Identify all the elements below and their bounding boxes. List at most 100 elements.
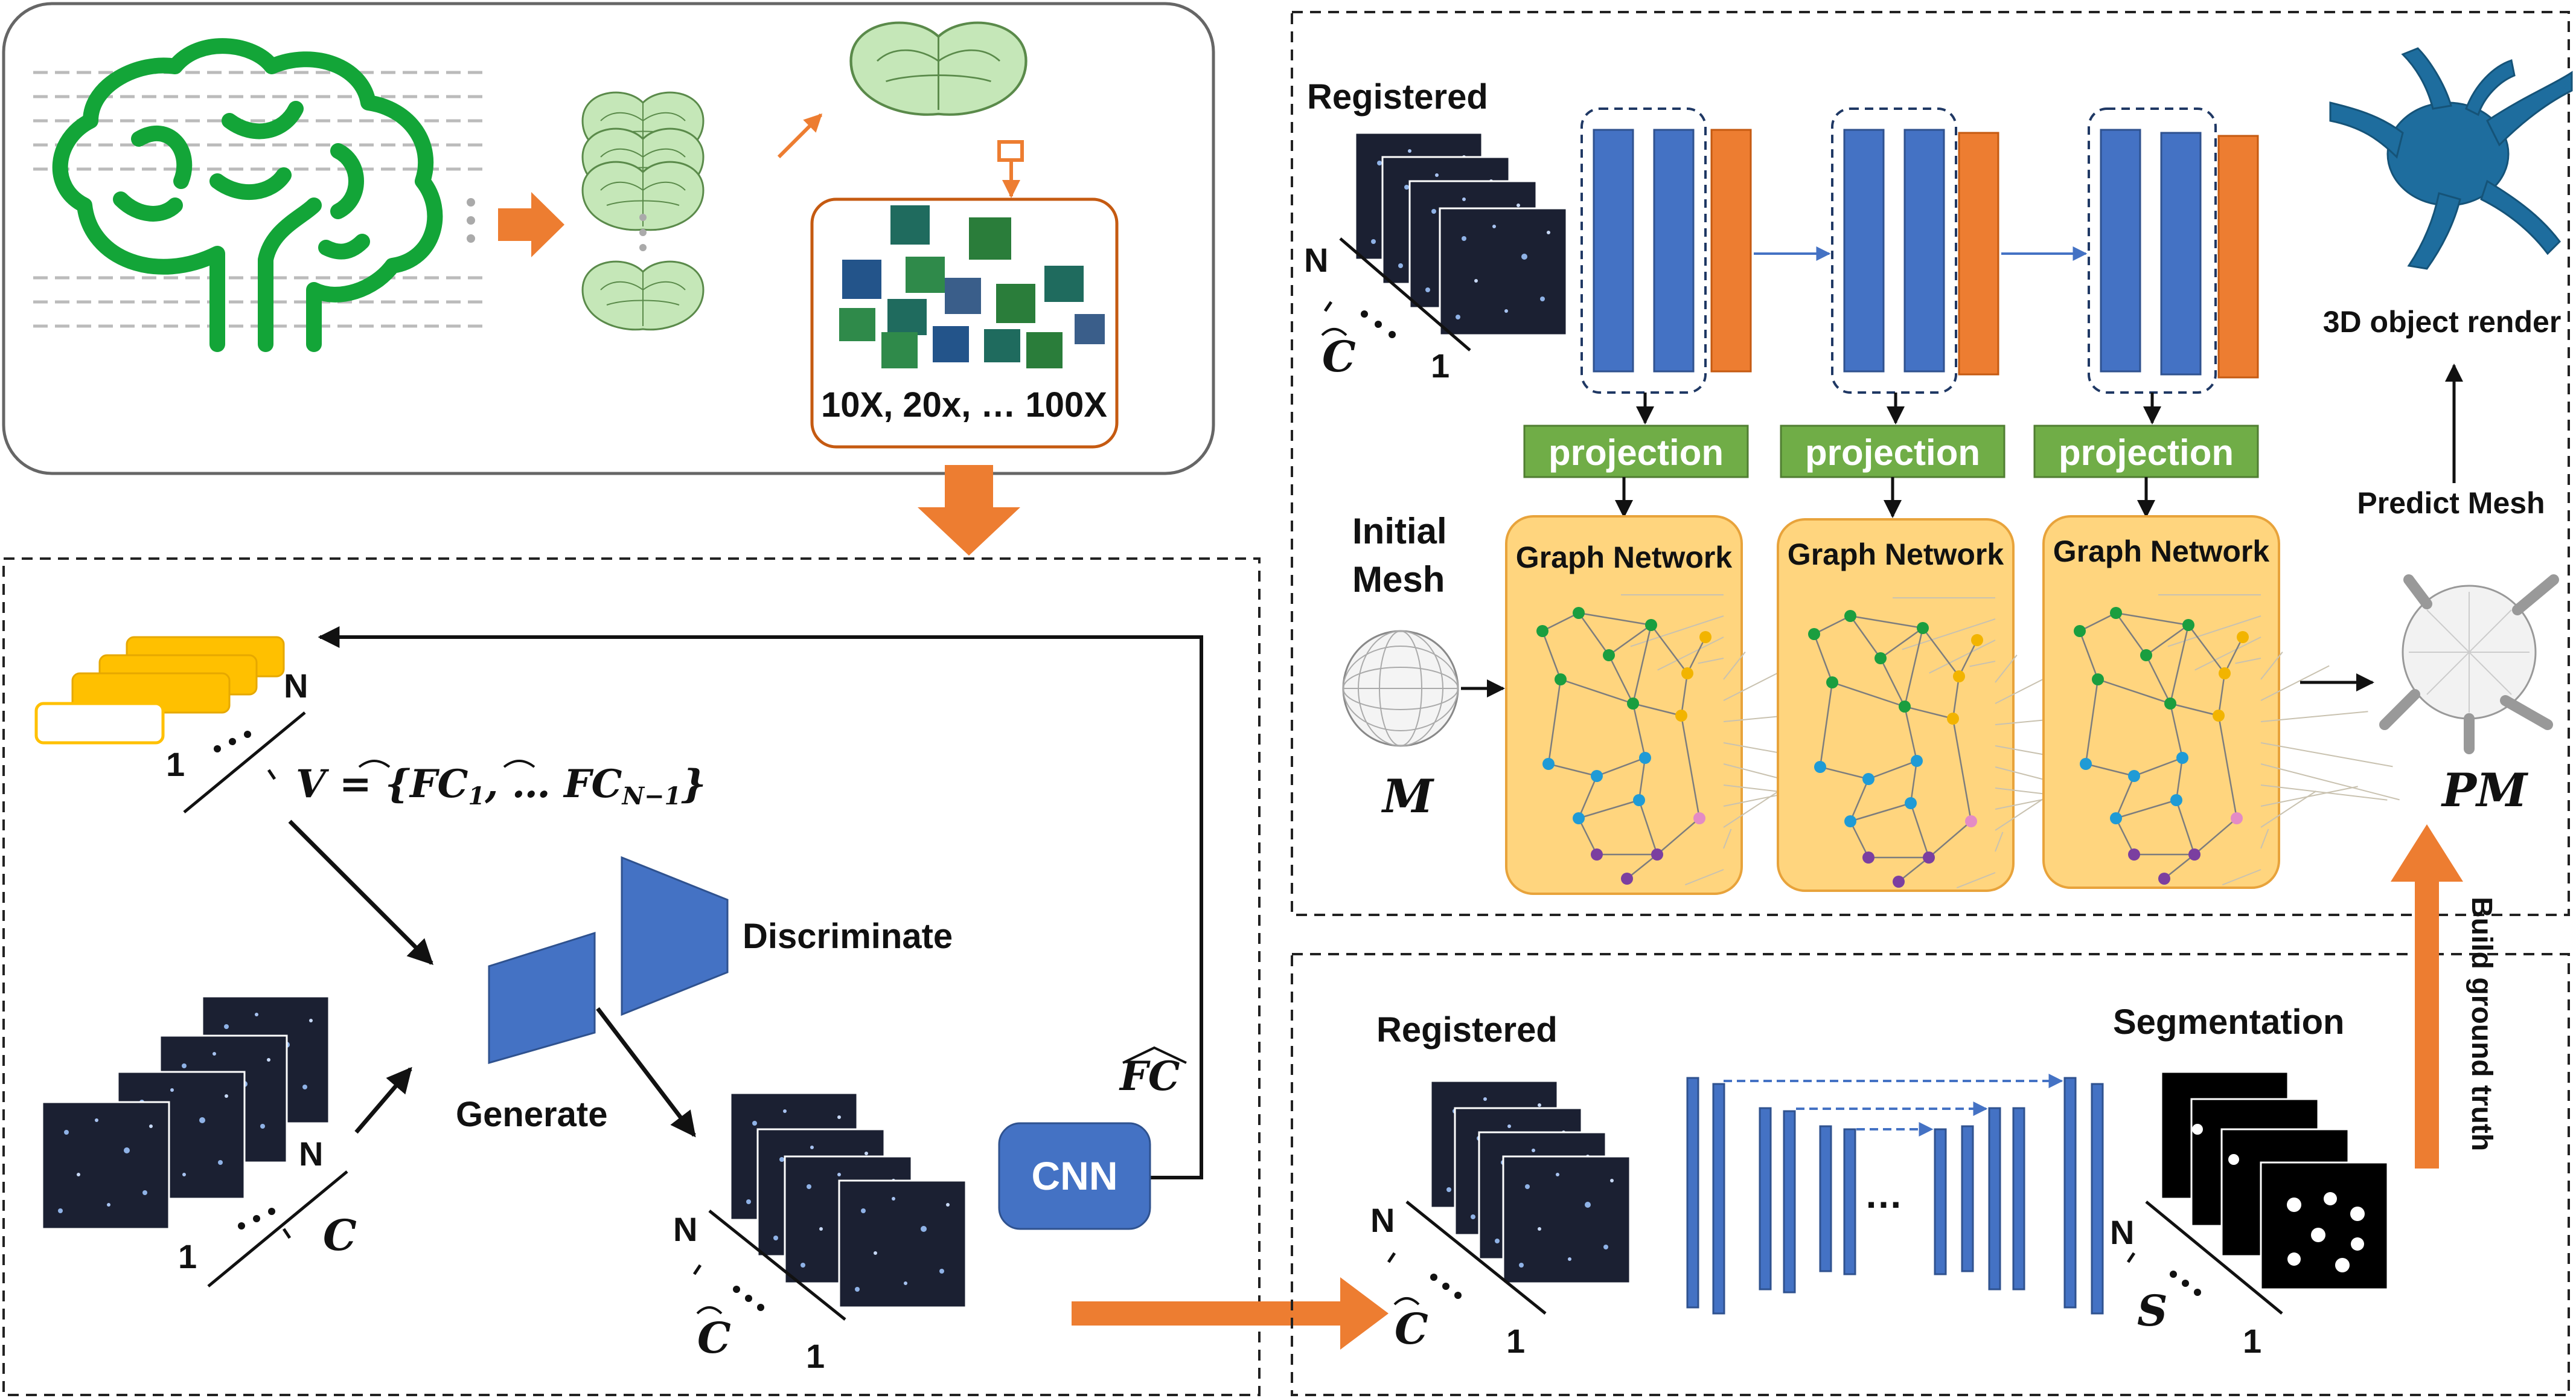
cards-N: N (284, 667, 308, 705)
graph-node (1627, 697, 1639, 710)
generator-shape (488, 931, 596, 1064)
graph-edge (2169, 703, 2184, 758)
svg-text:1: 1 (178, 1237, 197, 1275)
registered-stack (1354, 132, 1568, 336)
svg-text:N: N (1304, 241, 1328, 279)
graph-edge (2133, 757, 2183, 777)
graph-edge (1952, 676, 1960, 719)
graph-network-bg (2042, 515, 2280, 889)
graph-edge (1548, 763, 1597, 777)
graph-node (1862, 773, 1874, 785)
orange-arrow-1 (498, 192, 564, 257)
graph-edge (1850, 615, 1923, 629)
mesh-panel: Registered N 1 C (1291, 11, 2573, 916)
build-gt-arrow (2391, 824, 2463, 1169)
sphere-mesh-icon (1342, 630, 1459, 747)
graph-edge (1632, 624, 1652, 704)
graph-edge (2194, 818, 2237, 855)
gan-panel: N 1 V = {FC1, … FCN−1} N 1 C Discriminat… (2, 557, 1389, 1396)
graph-node (2188, 848, 2200, 861)
graph-edge (1910, 760, 1918, 804)
cnn-stage-2 (1831, 107, 1999, 394)
graph-node (1675, 710, 1687, 722)
graph-node (1947, 713, 1959, 725)
brain-imaging-panel: 10X, 20x, … 100X (2, 2, 1215, 556)
graph-edge (2079, 612, 2117, 632)
graph-node (2231, 812, 2243, 824)
graph-node (1899, 701, 1911, 713)
graph-edge (2175, 757, 2184, 801)
graph-node (2080, 758, 2092, 770)
graph-edge (2115, 818, 2135, 855)
graph-node (1555, 673, 1567, 685)
svg-text:C: C (1322, 332, 1356, 382)
graph-edge (1577, 775, 1598, 819)
graph-node (2176, 752, 2188, 764)
graph-node (1844, 815, 1856, 827)
graph-node (1639, 752, 1651, 764)
discriminator-shape (621, 856, 729, 1016)
graph-node (2213, 710, 2225, 722)
graph-node (1542, 758, 1555, 770)
graph-edge (2217, 673, 2226, 716)
graph-edge (2085, 763, 2135, 777)
graph-edge (1657, 818, 1700, 855)
graph-node (1814, 761, 1826, 773)
graph-edge (1903, 706, 1918, 762)
unet-dots: … (1864, 1173, 1903, 1216)
predicted-mesh-icon (2379, 574, 2559, 754)
panel-frame-mesh (1291, 11, 2570, 916)
graph-edge (2145, 655, 2172, 704)
graph-edge (1608, 624, 1652, 656)
svg-text:projection: projection (2059, 432, 2234, 473)
graph-edge (2223, 636, 2244, 674)
graph-node (1971, 634, 1983, 646)
graph-edge (2170, 702, 2219, 717)
graph-network-label: Graph Network (1788, 537, 2004, 571)
graph-edge (1820, 766, 1869, 780)
graph-network-label: Graph Network (1516, 540, 1733, 574)
graph-node (1953, 670, 1965, 682)
PM-label: PM (2441, 763, 2528, 817)
down-arrow (918, 465, 1020, 556)
graph-edge (1632, 703, 1646, 758)
seg-registered-label: Registered (1376, 1010, 1558, 1050)
tile-images (839, 205, 1105, 368)
graph-edge (1903, 627, 1924, 707)
to-segmentation-arrow (1072, 1277, 1389, 1350)
graph-node (1923, 851, 1935, 864)
initial-mesh-label-2: Mesh (1352, 559, 1445, 600)
graph-node (1917, 622, 1929, 634)
graph-node (1862, 851, 1874, 864)
magnification-label: 10X, 20x, … 100X (821, 385, 1107, 425)
graph-node (1645, 619, 1657, 631)
segmentation-panel: Registered N 1 C (1291, 824, 2570, 1396)
graph-edge (1910, 803, 1930, 858)
graph-node (1651, 848, 1663, 861)
graph-node (2164, 697, 2176, 710)
discriminate-label: Discriminate (743, 917, 953, 956)
input-image-stack (41, 995, 330, 1230)
graph-edge (2085, 679, 2099, 765)
graph-edge (1958, 640, 1978, 677)
graph-edge (1578, 612, 1652, 626)
brain-icon (52, 38, 443, 352)
graph-node (2128, 848, 2140, 861)
graph-edge (2115, 775, 2135, 819)
graph-edge (1560, 678, 1634, 705)
graph-node (1621, 873, 1633, 885)
graph-edge (2188, 624, 2225, 674)
graph-edge (2146, 624, 2189, 656)
generated-image-stack (729, 1092, 967, 1309)
graph-node (1573, 812, 1585, 824)
graph-edge (2115, 612, 2189, 626)
graph-node (2128, 770, 2140, 782)
graph-edge (2079, 630, 2099, 680)
graph-node (1603, 649, 1615, 661)
graph-node (2158, 873, 2170, 885)
graph-edge (1819, 682, 1833, 768)
graph-node (1911, 755, 1923, 767)
graph-edge (2115, 799, 2177, 819)
magnification-box (810, 197, 1119, 449)
graph-edge (1547, 679, 1562, 765)
